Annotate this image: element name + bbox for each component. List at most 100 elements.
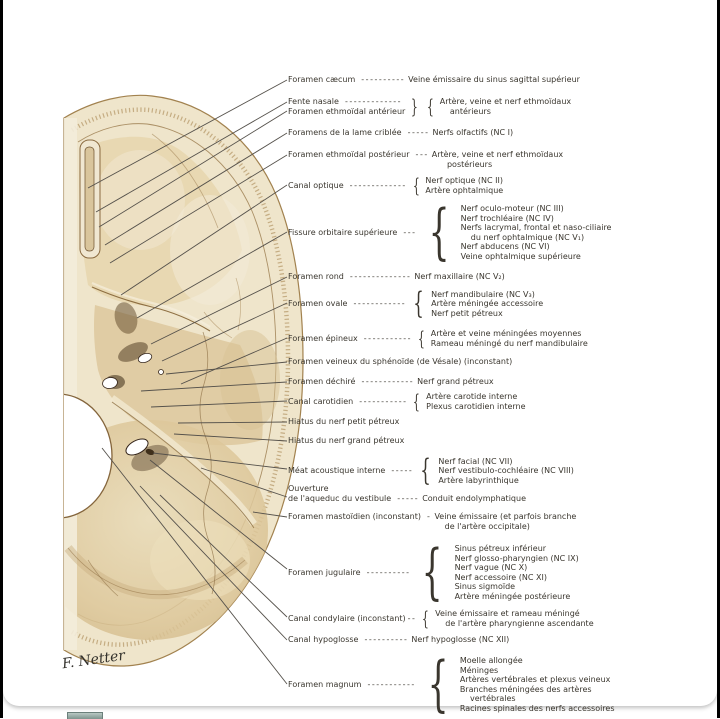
foramen-label: Foramen ovale ------------ (288, 299, 406, 309)
structure-text: antérieurs (439, 106, 491, 116)
structure-text: Nerf hypoglosse (NC XII) (411, 635, 510, 644)
foramen-label: Foramen déchiré ------------ (288, 377, 414, 387)
structure-list: Nerfs olfactifs (NC I) (433, 128, 514, 138)
leader-line (200, 467, 288, 498)
leader-dashes: ---------- (357, 75, 406, 84)
next-page-preview (67, 712, 103, 719)
leader-line (173, 433, 288, 442)
foramen-label: Foramen veineux du sphénoïde (de Vésale)… (288, 357, 512, 367)
structure-text: Méninges (459, 665, 499, 675)
structure-text: Artères vertébrales et plexus veineux (459, 675, 611, 685)
foramen-label: Foramens de la lame criblée ----- (288, 128, 430, 138)
leader-line (150, 400, 288, 408)
leader-line (87, 79, 288, 189)
label-text: Foramen jugulaire (288, 568, 361, 578)
leader-line (150, 276, 288, 345)
structure-text: Nerf maxillaire (NC V₂) (414, 272, 505, 281)
label-text: Canal carotidien (288, 397, 354, 407)
structure-list: Nerf facial (NC VII)Nerf vestibulo-cochl… (438, 457, 574, 486)
structure-list: Artère, veine et nerf ethmoïdaux antérie… (440, 97, 571, 116)
structure-text: Veine émissaire du sinus sagittal supéri… (408, 75, 580, 84)
right-black-edge (717, 0, 720, 718)
leader-dashes: ------------- (340, 97, 403, 107)
grouping-brace: { (412, 173, 420, 197)
structure-list: Nerf hypoglosse (NC XII) (411, 635, 509, 645)
leader-dashes: ------------ (349, 299, 407, 309)
structure-text: Nerf facial (NC VII) (438, 456, 513, 466)
structure-text: Moelle allongée (459, 656, 523, 666)
label-text: Fente nasale (288, 97, 339, 107)
grouping-brace: { (420, 453, 432, 488)
grouping-brace: { (422, 537, 443, 607)
label-text: Canal condylaire (inconstant) (288, 614, 406, 624)
structure-text: Nerf accessoire (NC XI) (454, 572, 547, 582)
leader-dashes: ---------- (362, 568, 411, 578)
grouping-brace: { (413, 286, 424, 321)
structure-text: de l'artère pharyngienne ascendante (435, 618, 594, 628)
structure-text: Rameau méningé du nerf mandibulaire (430, 338, 588, 348)
label-text: Foramen ethmoïdal postérieur (288, 150, 410, 159)
annotation-row: Canal optique ------------- { Nerf optique… (288, 173, 503, 197)
foramen-label: Foramen jugulaire ---------- (288, 568, 410, 578)
structure-text: Sinus sigmoïde (454, 582, 516, 592)
structure-list: Nerf mandibulaire (NC V₃)Artère méningée… (431, 290, 543, 319)
structure-text: Nerf optique (NC II) (425, 176, 503, 186)
structure-text: Nerf glosso-pharyngien (NC IX) (454, 553, 579, 563)
label-text: Foramen veineux du sphénoïde (de Vésale)… (288, 357, 513, 366)
leader-line (136, 231, 288, 319)
structure-text: Artère méningée postérieure (454, 591, 571, 601)
label-text: Foramen rond (288, 272, 344, 281)
label-text: Fissure orbitaire supérieure (288, 228, 398, 238)
label-text: Canal hypoglosse (288, 635, 359, 644)
leader-dashes: ------------ (357, 377, 415, 386)
grouping-brace: { (426, 94, 434, 118)
label-text: Foramen mastoïdien (inconstant) (288, 512, 421, 521)
annotation-row: Foramen cæcum ----------Veine émissaire … (288, 75, 580, 85)
structure-text: Artère, veine et nerf ethmoïdaux (439, 97, 572, 107)
annotation-row: Fente nasale -------------Foramen ethmoï… (288, 94, 571, 118)
structure-text: Conduit endolymphatique (422, 493, 526, 503)
annotation-row: Foramen jugulaire ----------{Sinus pétre… (288, 537, 579, 607)
structure-text: du nerf ophtalmique (NC V₁) (460, 232, 585, 242)
grouping-brace: { (428, 197, 450, 267)
structure-list: Conduit endolymphatique (422, 494, 526, 504)
structure-text: Nerf abducens (NC VI) (460, 242, 550, 252)
leader-dashes: ---------- (360, 635, 409, 644)
foramen-label: Canal hypoglosse ---------- (288, 635, 408, 645)
structure-text: Nerf trochléaire (NC IV) (460, 213, 554, 223)
structure-list: Nerf optique (NC II)Artère ophtalmique (425, 176, 503, 195)
structure-list: Nerf maxillaire (NC V₂) (414, 272, 504, 282)
structure-list: Veine émissaire (et parfois branche de l… (434, 512, 576, 531)
leader-dashes: ----- (393, 493, 420, 503)
annotation-row: Méat acoustique interne -----{Nerf facia… (288, 456, 574, 486)
structure-text: Veine émissaire et rameau méningé (435, 609, 580, 619)
annotation-row: Foramen magnum -----------{Moelle allong… (288, 654, 615, 715)
leader-dashes: --- (411, 150, 429, 159)
leader-dashes: --- (399, 228, 417, 238)
structure-text: Nerf mandibulaire (NC V₃) (431, 289, 535, 299)
structure-text: Nerf grand pétreux (417, 377, 494, 386)
leader-lines (87, 79, 288, 685)
foramen-label: Foramen magnum ----------- (288, 680, 416, 690)
structure-text: Artère, veine et nerf ethmoïdaux (431, 150, 564, 159)
leader-dashes: ----------- (363, 680, 416, 690)
structure-text: Artère et veine méningées moyennes (430, 329, 582, 339)
annotation-row: Foramen épineux -----------{Artère et ve… (288, 328, 588, 349)
leader-line (101, 447, 288, 685)
leader-line (180, 337, 288, 385)
leader-line (140, 381, 288, 392)
structure-text: Plexus carotidien interne (426, 401, 526, 411)
leader-dashes: ----------- (359, 334, 413, 344)
structure-text: postérieurs (431, 159, 493, 169)
foramen-label: Hiatus du nerf petit pétreux (288, 417, 399, 427)
leader-line (104, 132, 288, 246)
structure-text: Nerfs olfactifs (NC I) (432, 128, 514, 137)
structure-list: Artère, veine et nerf ethmoïdaux postéri… (432, 150, 563, 169)
label-text: Hiatus du nerf grand pétreux (288, 436, 405, 445)
structure-text: Racines spinales des nerfs accessoires (459, 703, 615, 713)
annotation-row: Hiatus du nerf petit pétreux (288, 417, 399, 427)
structure-text: Artère carotide interne (426, 392, 518, 402)
annotation-row: Foramen ethmoïdal postérieur ---Artère, … (288, 150, 563, 169)
foramen-label: Canal optique ------------- (288, 181, 407, 191)
